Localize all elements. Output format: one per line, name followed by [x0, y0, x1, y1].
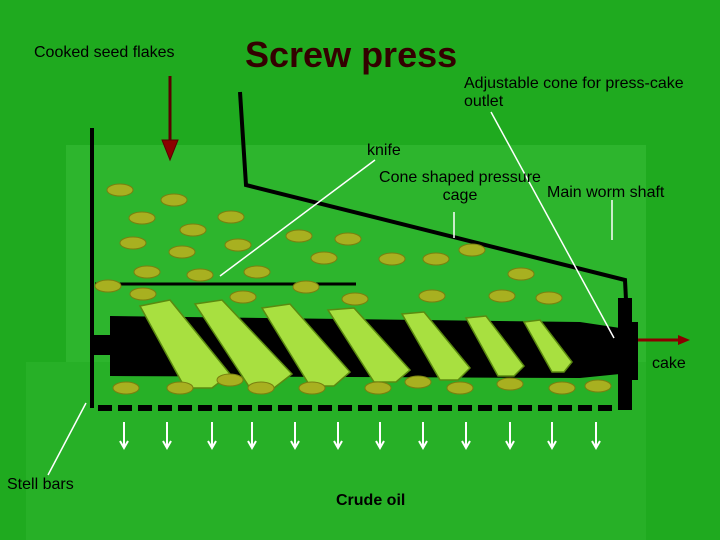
oil-label: Crude oil: [336, 492, 406, 509]
cone-cage-top: [238, 91, 628, 301]
input-label: Cooked seed flakes: [34, 44, 175, 61]
outlet-housing: [618, 298, 638, 410]
knife-label: knife: [367, 142, 401, 159]
cone-outlet-label: Adjustable cone for press-cake outlet: [464, 75, 684, 111]
cage-label: Cone shaped pressure cage: [379, 169, 541, 205]
cake-label: cake: [652, 355, 686, 372]
bars-label: Stell bars: [7, 476, 74, 493]
seed-flakes: [94, 183, 612, 395]
knife-pointer: [219, 159, 376, 277]
steel-bars: [98, 405, 612, 411]
feed-arrow: [161, 76, 179, 162]
cone-outlet-pointer: [490, 111, 615, 339]
oil-drip-arrows: [119, 422, 601, 451]
bars-pointer: [47, 402, 87, 476]
shaft-label: Main worm shaft: [547, 184, 665, 201]
cake-outlet-arrow: [638, 335, 690, 345]
page-title: Screw press: [245, 34, 458, 75]
